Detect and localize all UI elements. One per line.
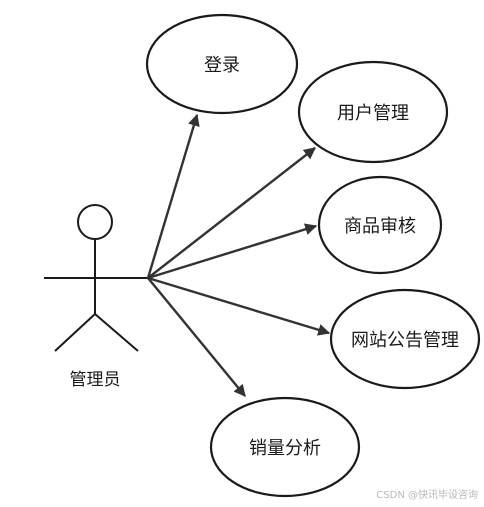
association-login — [146, 113, 200, 279]
use-case-ellipse — [145, 13, 299, 115]
use-case-ellipse — [297, 60, 449, 164]
use-case-login: 登录 — [145, 13, 299, 115]
use-case-label: 销量分析 — [249, 438, 321, 459]
actor-left-leg — [54, 313, 96, 352]
use-case-user-management: 用户管理 — [297, 60, 449, 164]
association-site-announcement — [147, 276, 331, 336]
use-case-label: 用户管理 — [337, 103, 409, 124]
use-case-label: 商品审核 — [344, 216, 416, 237]
actor: 管理员 — [44, 204, 148, 390]
use-case-ellipse — [317, 175, 443, 275]
use-case-sales-analysis: 销量分析 — [209, 396, 361, 498]
use-case-product-review: 商品审核 — [317, 175, 443, 275]
actor-right-leg — [94, 313, 139, 352]
association-sales-analysis — [147, 277, 246, 397]
use-case-label: 网站公告管理 — [351, 330, 459, 351]
use-case-label: 登录 — [204, 55, 240, 76]
use-case-ellipse — [209, 396, 361, 498]
watermark: CSDN @快讯毕设咨询 — [376, 490, 478, 501]
actor-head — [77, 204, 113, 240]
association-user-management — [147, 147, 316, 279]
actor-label: 管理员 — [70, 370, 121, 390]
use-case-ellipse — [329, 288, 481, 390]
association-product-review — [147, 223, 318, 280]
use-case-site-announcement-management: 网站公告管理 — [329, 288, 481, 390]
associations — [146, 113, 331, 397]
